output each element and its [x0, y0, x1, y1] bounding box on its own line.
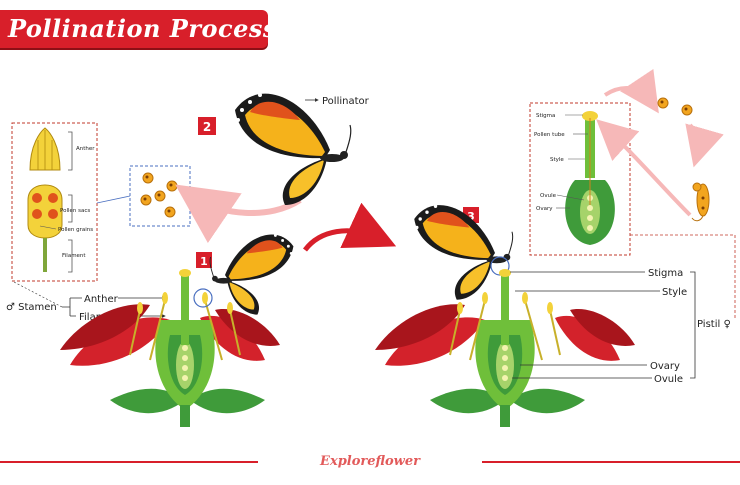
anther-label: Anther [84, 294, 119, 305]
pollen-grain-icon [166, 180, 178, 192]
flower-right-icon [375, 269, 635, 427]
pollen-grain-icon [681, 104, 693, 116]
step-1-badge [196, 252, 212, 268]
pistil-style-label: Style [550, 157, 564, 163]
step-3-number: 3 [467, 210, 475, 223]
ovule-label: Ovule [654, 374, 683, 385]
pollen-transfer-arrow [175, 184, 302, 244]
pistil-ovary-label: Ovary [536, 206, 553, 212]
filament-detail-label: Filament [62, 253, 86, 259]
butterfly-on-flower-left-icon [209, 233, 294, 316]
pistil-ovule-label: Ovule [540, 193, 557, 199]
anther-detail-label: Anther [76, 146, 95, 152]
title-banner: Pollination Process [0, 10, 276, 48]
pollen-sac-detail-icon [27, 184, 63, 272]
stamen-label: ♂ Stamen [6, 302, 57, 313]
pistil-detail-icon [565, 111, 615, 245]
page-title: Pollination Process [8, 14, 277, 43]
pollinator-butterfly-icon [234, 92, 352, 206]
pollen-tube-label: Pollen tube [534, 132, 565, 138]
ovary-label: Ovary [650, 361, 680, 372]
stigma-label: Stigma [648, 268, 683, 279]
footer-brand: Exploreflower [320, 454, 420, 469]
pollen-grain-icon [164, 206, 176, 218]
flower-left-icon [60, 269, 280, 427]
pollen-grains-label: Pollen grains [58, 227, 93, 233]
stamen-detail-box [11, 122, 98, 282]
process-arrow [303, 202, 397, 252]
pollen-grain-icon [140, 194, 152, 206]
pollen-grain-icon [657, 97, 669, 109]
butterfly-on-flower-right-icon [413, 204, 514, 301]
pollen-grain-icon [154, 190, 166, 202]
pollen-sacs-label: Pollen sacs [60, 208, 90, 214]
pistil-label: Pistil ♀ [697, 319, 731, 330]
anther-detail-icon [29, 127, 61, 171]
pollen-grain-icon [142, 172, 154, 184]
style-label: Style [662, 287, 687, 298]
pistil-stigma-label: Stigma [536, 113, 555, 119]
pistil-detail-box [529, 102, 631, 256]
step-1-number: 1 [200, 255, 208, 268]
step-2-number: 2 [203, 120, 211, 134]
germinating-pollen-icon [691, 182, 710, 222]
pollinator-label: Pollinator [322, 96, 370, 107]
step-2-badge [198, 117, 216, 135]
